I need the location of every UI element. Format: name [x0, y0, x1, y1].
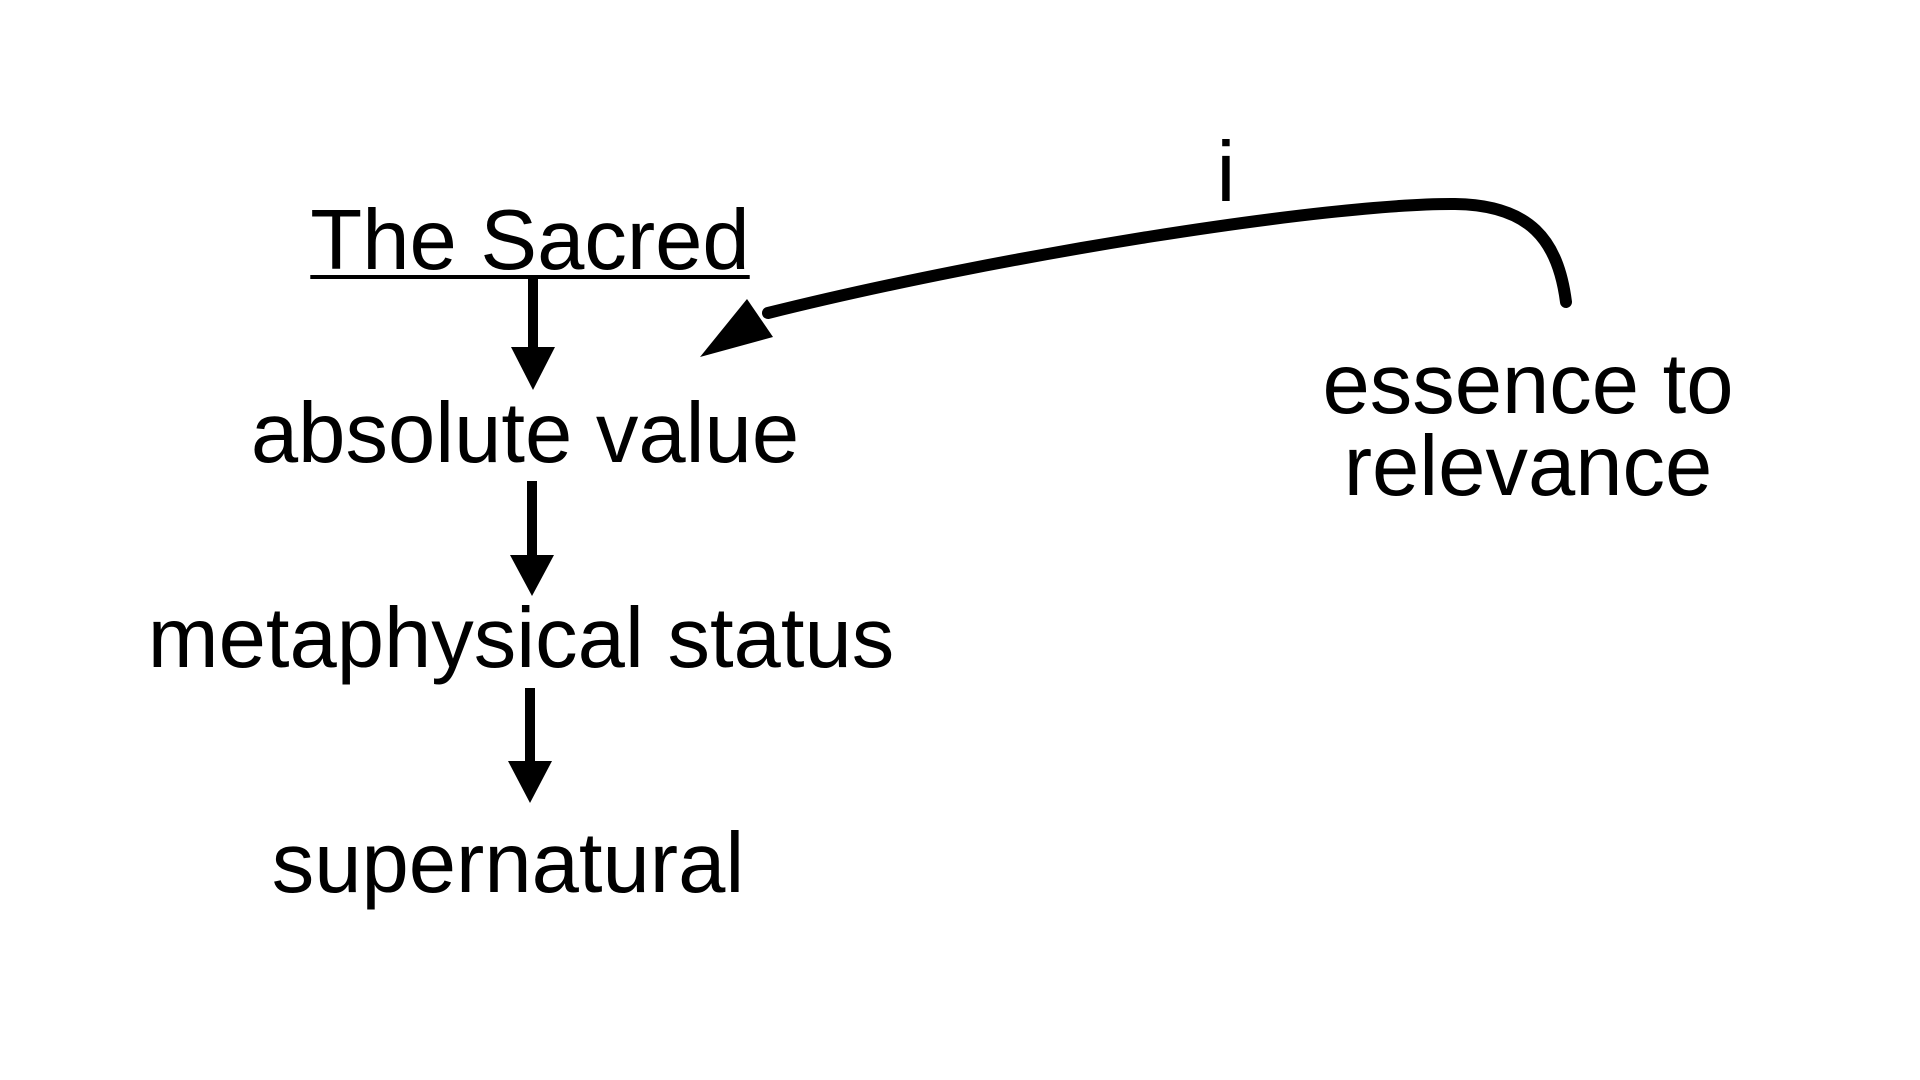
node-the-sacred: The Sacred	[310, 190, 749, 292]
curved-arrow-label-i: i	[1217, 122, 1236, 224]
node-supernatural: supernatural	[272, 813, 745, 915]
annotation-essence-line2: relevance	[1343, 419, 1713, 514]
node-metaphysical-status-label: metaphysical status	[147, 591, 895, 686]
curved-arrow-essence-to-sacred-shaft	[762, 197, 1572, 319]
curved-arrow-label-i-text: i	[1216, 125, 1236, 220]
arrow-metaphysical-to-supernatural-head	[508, 761, 552, 803]
node-the-sacred-label: The Sacred	[310, 193, 750, 288]
node-supernatural-label: supernatural	[271, 816, 745, 911]
curved-arrow-essence-to-sacred-head	[700, 299, 773, 357]
node-metaphysical-status: metaphysical status	[148, 588, 894, 690]
annotation-essence-line1: essence to	[1322, 337, 1734, 432]
annotation-essence-to-relevance: essence to relevance	[1322, 337, 1734, 514]
node-absolute-value: absolute value	[251, 383, 799, 485]
node-absolute-value-label: absolute value	[250, 386, 800, 481]
